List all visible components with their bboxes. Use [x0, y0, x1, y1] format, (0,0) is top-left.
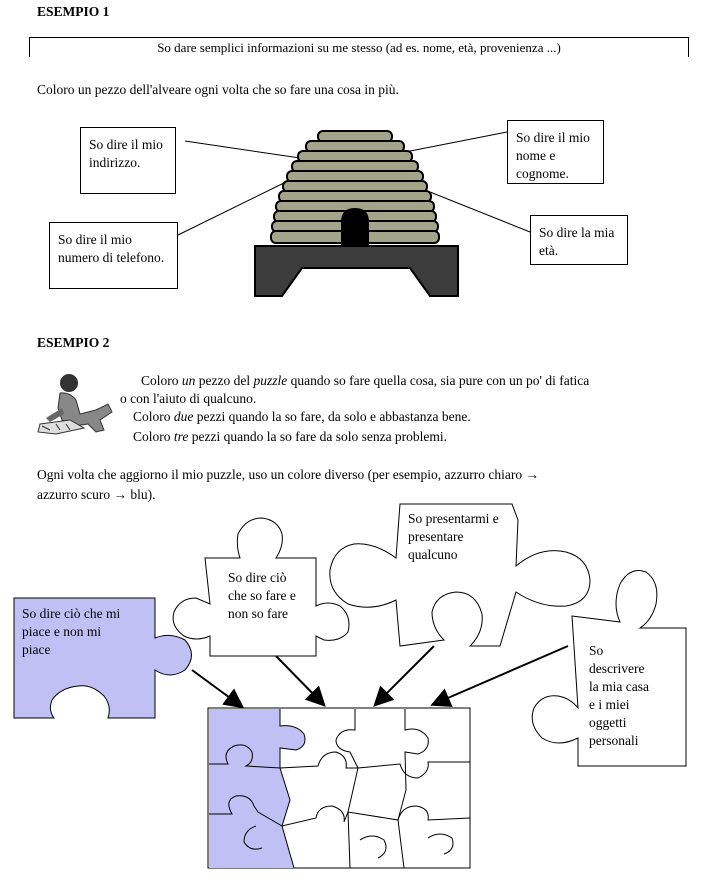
puzzle-label-introduce: So presentarmi e presentare qualcuno	[408, 510, 502, 564]
arrow-describe	[434, 646, 568, 704]
arrow-introduce	[376, 646, 434, 704]
arrow-likes	[192, 670, 241, 706]
puzzle-label-describe: So descrivere la mia casa e i miei ogget…	[589, 642, 657, 750]
puzzle-label-can-do: So dire ciò che so fare e non so fare	[228, 569, 300, 623]
assembled-puzzle	[208, 708, 470, 868]
puzzle-label-likes: So dire ciò che mi piace e non mi piace	[22, 605, 128, 659]
arrow-can-do	[276, 656, 323, 704]
